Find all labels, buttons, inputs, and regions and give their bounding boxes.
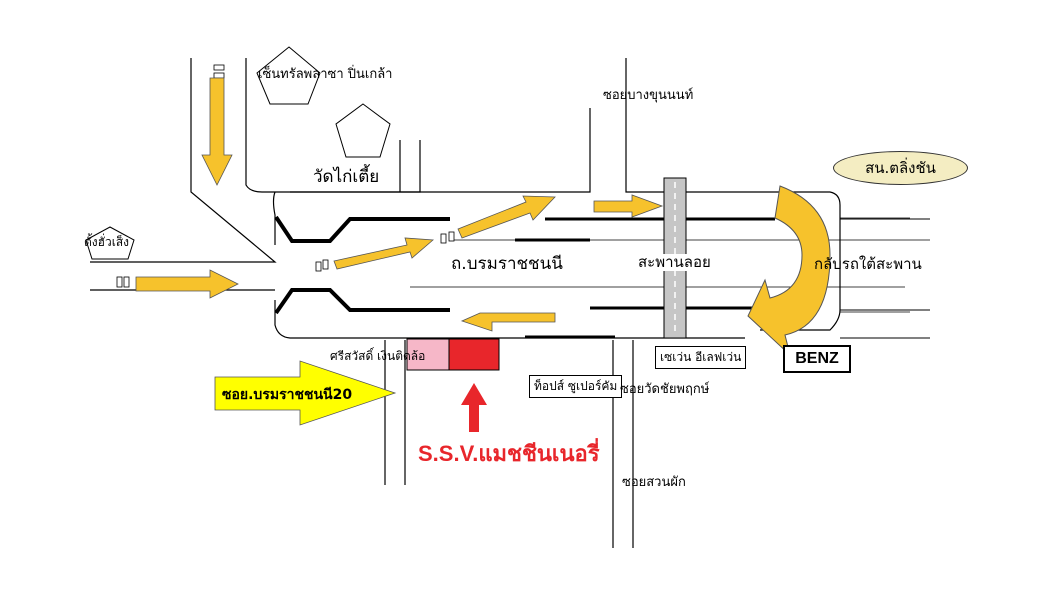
label-ssv: S.S.V.แมชชีนเนอรี่: [418, 441, 600, 466]
car-icon: [440, 231, 455, 244]
label-wat-kai-tia: วัดไก่เตี้ย: [313, 167, 380, 187]
label-central-plaza: เซ็นทรัลพลาซา ปิ่นเกล้า: [258, 67, 393, 82]
label-benz: BENZ: [783, 345, 851, 373]
u-turn-arrow: [747, 185, 831, 357]
label-seven-eleven: เซเว่น อีเลฟเว่น: [655, 346, 747, 369]
car-icon: [315, 259, 329, 272]
soi20-arrow: [214, 360, 397, 426]
label-soi-suan-phak: ซอยสวนผัก: [622, 475, 686, 490]
direction-arrow: [135, 269, 239, 299]
label-srisawat: ศรีสวัสดิ์ เงินติดล้อ: [330, 349, 426, 363]
direction-arrow: [333, 237, 434, 270]
median: [274, 288, 450, 315]
road-edge: [90, 58, 277, 263]
label-sn-taling-chan: สน.ตลิ่งชัน: [833, 151, 968, 185]
direction-arrow: [593, 194, 664, 218]
direction-arrow: [201, 77, 233, 186]
ssv-shop: [448, 338, 500, 371]
label-road-name: ถ.บรมราชชนนี: [451, 254, 563, 274]
label-tops-supermarket: ท็อปส์ ซูเปอร์คัม: [529, 375, 623, 398]
landmark-pentagon: [85, 226, 135, 260]
road-edge: [625, 58, 841, 331]
ssv-pointer-arrow: [461, 383, 487, 432]
median: [274, 215, 450, 243]
road-edge: [274, 300, 525, 339]
label-floating-bridge: สะพานลอย: [638, 253, 711, 271]
landmark-pentagon: [256, 46, 321, 105]
car-icon: [213, 64, 225, 79]
label-tang-hua-seng: ตั้งฮั่วเส็ง: [84, 235, 129, 249]
road-edge: [290, 108, 591, 193]
direction-arrow: [460, 312, 556, 332]
label-soi-wat-chai: ซอยวัดชัยพฤกษ์: [620, 382, 710, 397]
label-u-turn: กลับรถใต้สะพาน: [814, 255, 922, 273]
road-edge: [272, 191, 276, 245]
landmark-pentagon: [335, 103, 391, 158]
car-icon: [116, 276, 130, 288]
road-edge: [245, 58, 421, 193]
direction-arrow: [457, 195, 556, 239]
srisawat-shop: [406, 338, 450, 371]
label-soi-borom-20: ซอย.บรมราชชนนี20: [222, 387, 353, 403]
label-soi-bang-khun-non: ซอยบางขุนนนท์: [603, 88, 694, 103]
